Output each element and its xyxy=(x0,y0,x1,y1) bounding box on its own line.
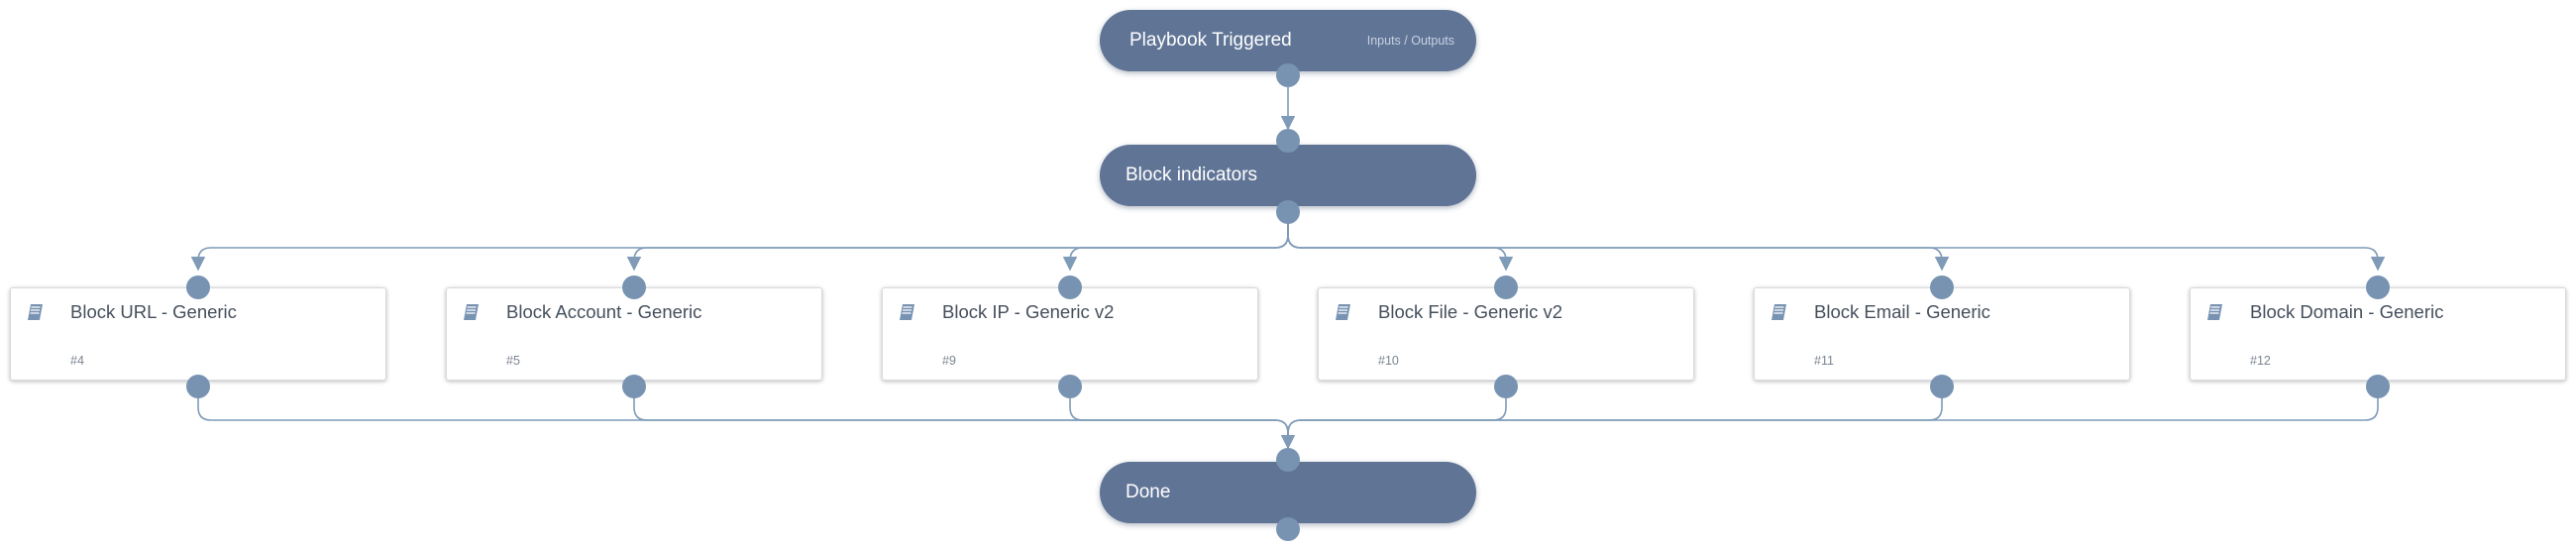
task-id: #4 xyxy=(70,354,84,368)
done-input-port[interactable] xyxy=(1276,448,1300,472)
playbook-book-icon xyxy=(28,304,43,320)
block-indicators-input-port[interactable] xyxy=(1276,129,1300,153)
task-id: #10 xyxy=(1378,354,1399,368)
task-title: Block Email - Generic xyxy=(1814,301,1990,322)
block-account-output-port[interactable] xyxy=(622,375,646,398)
block-file-output-port[interactable] xyxy=(1494,375,1518,398)
block-ip-input-port[interactable] xyxy=(1058,275,1082,299)
task-id: #9 xyxy=(942,354,956,368)
block-url-input-port[interactable] xyxy=(186,275,210,299)
playbook-book-icon xyxy=(900,304,914,320)
task-title: Block Domain - Generic xyxy=(2250,301,2444,322)
done-output-port[interactable] xyxy=(1276,517,1300,541)
block-ip-output-port[interactable] xyxy=(1058,375,1082,398)
task-title: Block Account - Generic xyxy=(506,301,702,322)
block-indicators-node[interactable]: Block indicators xyxy=(1100,145,1476,206)
block-domain-input-port[interactable] xyxy=(2366,275,2390,299)
task-card-block-domain[interactable]: Block Domain - Generic #12 xyxy=(2190,287,2566,381)
edge-to-block-url xyxy=(190,213,1289,272)
task-title: Block IP - Generic v2 xyxy=(942,301,1115,322)
done-title: Done xyxy=(1126,482,1171,502)
block-indicators-output-port[interactable] xyxy=(1276,200,1300,224)
playbook-book-icon xyxy=(1771,304,1786,320)
task-title: Block File - Generic v2 xyxy=(1378,301,1563,322)
playbook-book-icon xyxy=(2207,304,2222,320)
task-id: #12 xyxy=(2250,354,2271,368)
task-card-block-file[interactable]: Block File - Generic v2 #10 xyxy=(1318,287,1694,381)
edge-to-block-account xyxy=(626,213,1289,272)
start-output-port[interactable] xyxy=(1276,63,1300,87)
edge-domain-to-done xyxy=(1287,390,2379,448)
block-email-output-port[interactable] xyxy=(1930,375,1954,398)
playbook-triggered-node[interactable]: Playbook Triggered Inputs / Outputs xyxy=(1100,10,1476,71)
edge-url-to-done xyxy=(197,390,1296,450)
block-account-input-port[interactable] xyxy=(622,275,646,299)
block-indicators-title: Block indicators xyxy=(1126,165,1258,185)
edge-to-block-file xyxy=(1287,213,1514,272)
edge-to-block-email xyxy=(1287,213,1950,272)
block-file-input-port[interactable] xyxy=(1494,275,1518,299)
edge-to-block-domain xyxy=(1287,213,2386,272)
edge-to-block-ip xyxy=(1062,213,1289,272)
block-email-input-port[interactable] xyxy=(1930,275,1954,299)
task-card-block-url[interactable]: Block URL - Generic #4 xyxy=(10,287,386,381)
edge-file-to-done xyxy=(1287,390,1507,448)
playbook-book-icon xyxy=(464,304,479,320)
done-node[interactable]: Done xyxy=(1100,462,1476,523)
task-id: #5 xyxy=(506,354,520,368)
block-url-output-port[interactable] xyxy=(186,375,210,398)
edge-email-to-done xyxy=(1287,390,1943,448)
edge-account-to-done xyxy=(633,390,1289,448)
playbook-triggered-title: Playbook Triggered xyxy=(1129,30,1292,51)
block-domain-output-port[interactable] xyxy=(2366,375,2390,398)
inputs-outputs-link[interactable]: Inputs / Outputs xyxy=(1366,34,1454,48)
edge-ip-to-done xyxy=(1069,390,1289,448)
task-title: Block URL - Generic xyxy=(70,301,237,322)
task-card-block-ip[interactable]: Block IP - Generic v2 #9 xyxy=(882,287,1258,381)
task-card-block-account[interactable]: Block Account - Generic #5 xyxy=(446,287,822,381)
task-card-block-email[interactable]: Block Email - Generic #11 xyxy=(1754,287,2130,381)
task-id: #11 xyxy=(1814,354,1834,368)
playbook-book-icon xyxy=(1336,304,1350,320)
